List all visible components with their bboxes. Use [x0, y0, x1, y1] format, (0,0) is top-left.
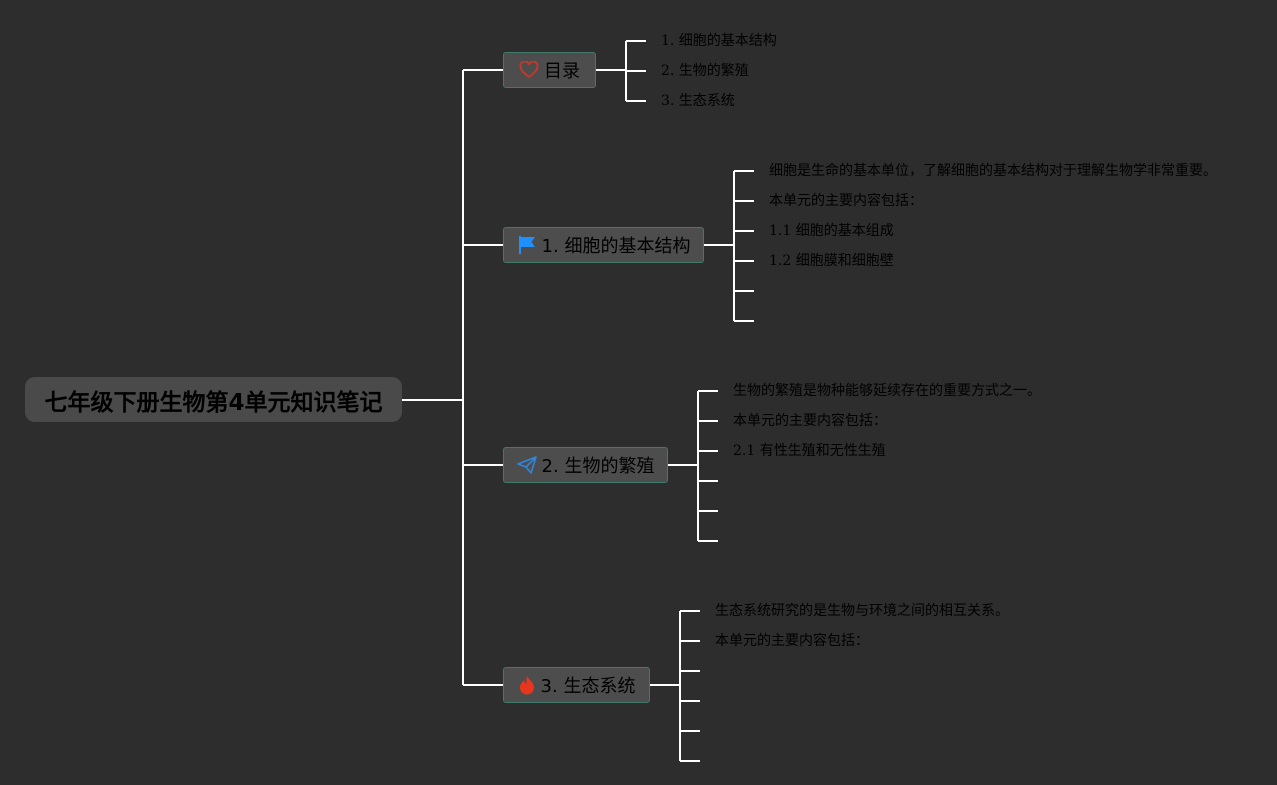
leaf-topic[interactable]: 本单元的主要内容包括：	[715, 633, 869, 649]
leaf-topic[interactable]: 本单元的主要内容包括：	[769, 193, 923, 209]
branch-topic-4[interactable]: 3. 生态系统	[503, 667, 650, 703]
root-title: 七年级下册生物第4单元知识笔记	[44, 389, 383, 416]
flag-icon	[517, 235, 537, 255]
branch-topic-1[interactable]: 目录	[503, 52, 596, 88]
heart-icon	[519, 61, 539, 79]
branch-label: 3. 生态系统	[540, 676, 636, 697]
leaf-topic[interactable]: 生物的繁殖是物种能够延续存在的重要方式之一。	[733, 383, 1041, 399]
leaf-topic[interactable]: 3. 生态系统	[661, 93, 735, 109]
leaf-topic[interactable]: 2. 生物的繁殖	[661, 63, 749, 79]
branch-topic-2[interactable]: 1. 细胞的基本结构	[503, 227, 704, 263]
branch-label: 1. 细胞的基本结构	[541, 236, 691, 257]
leaf-topic[interactable]: 本单元的主要内容包括：	[733, 413, 887, 429]
leaf-topic[interactable]: 生态系统研究的是生物与环境之间的相互关系。	[715, 603, 1009, 619]
flame-icon	[518, 675, 536, 695]
branch-topic-3[interactable]: 2. 生物的繁殖	[503, 447, 668, 483]
leaf-topic[interactable]: 1.2 细胞膜和细胞壁	[769, 253, 894, 269]
leaf-topic[interactable]: 细胞是生命的基本单位，了解细胞的基本结构对于理解生物学非常重要。	[769, 163, 1217, 179]
branch-label: 目录	[544, 61, 580, 82]
leaf-topic[interactable]: 1.1 细胞的基本组成	[769, 223, 894, 239]
paper-plane-icon	[516, 456, 537, 474]
branch-label: 2. 生物的繁殖	[541, 456, 655, 477]
root-topic[interactable]: 七年级下册生物第4单元知识笔记	[25, 377, 402, 422]
leaf-topic[interactable]: 2.1 有性生殖和无性生殖	[733, 443, 886, 459]
leaf-topic[interactable]: 1. 细胞的基本结构	[661, 33, 777, 49]
